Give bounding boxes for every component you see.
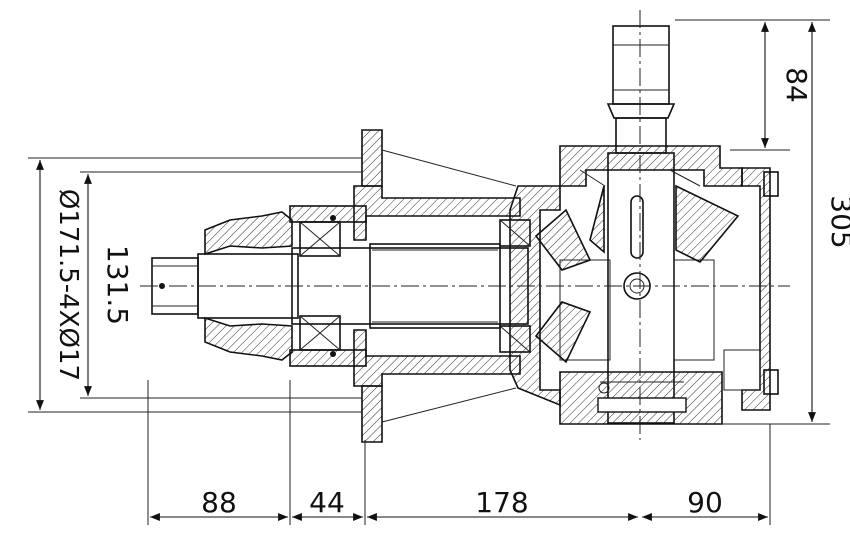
main-body (289, 129, 531, 443)
dim-label-top-height: 84 (780, 67, 813, 103)
dim-label-total-height: 305 (825, 195, 850, 248)
dim-label-flange-diameter: Ø171.5-4XØ17 (53, 189, 83, 381)
bevel-gear (534, 184, 740, 364)
center-lines (140, 10, 790, 440)
dim-label-length-input-shaft: 88 (201, 486, 237, 519)
output-shaft (606, 25, 676, 424)
dim-label-length-body: 178 (475, 486, 528, 519)
input-cover (204, 211, 293, 361)
dimension-lines (36, 22, 816, 521)
dim-label-length-flange: 44 (309, 486, 345, 519)
dimension-labels: 84 305 Ø171.5-4XØ17 131.5 88 44 178 90 (53, 67, 850, 519)
dim-label-length-output-side: 90 (687, 486, 723, 519)
gear-housing (509, 145, 779, 425)
dim-label-pilot-diameter: 131.5 (101, 245, 134, 325)
extension-lines (28, 19, 830, 525)
